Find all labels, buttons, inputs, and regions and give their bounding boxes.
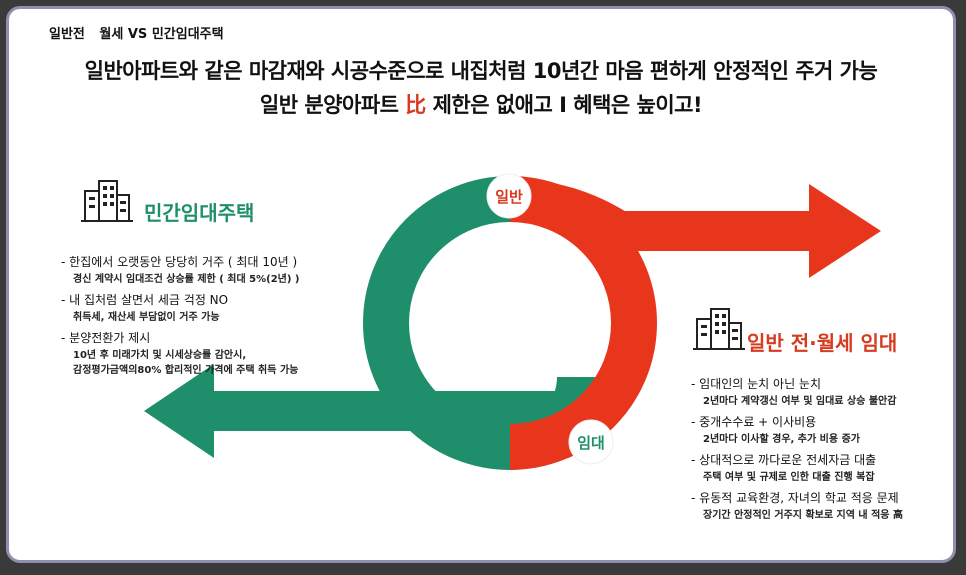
headline-line-2: 일반 분양아파트 比 제한은 없애고 I 혜택은 높이고! [9, 89, 953, 119]
green-arrow-head [144, 364, 214, 458]
point-main: 내 집처럼 살면서 세금 걱정 NO [61, 291, 391, 308]
list-item: 내 집처럼 살면서 세금 걱정 NO 취득세, 재산세 부담없이 거주 가능 [61, 291, 391, 323]
point-sub: 장기간 안정적인 거주지 확보로 지역 내 적응 高 [703, 510, 903, 521]
building-icon [81, 180, 133, 222]
point-main: 중개수수료 + 이사비용 [691, 413, 951, 430]
breadcrumb-item: 월세 VS 민간임대주택 [99, 27, 224, 42]
right-point-list: 임대인의 눈치 아닌 눈치 2년마다 계약갱신 여부 및 임대료 상승 불안감 … [691, 375, 951, 527]
point-main: 상대적으로 까다로운 전세자금 대출 [691, 451, 951, 468]
headline-highlight: 比 [405, 93, 426, 117]
list-item: 임대인의 눈치 아닌 눈치 2년마다 계약갱신 여부 및 임대료 상승 불안감 [691, 375, 951, 407]
list-item: 상대적으로 까다로운 전세자금 대출 주택 여부 및 규제로 인한 대출 진행 … [691, 451, 951, 483]
point-sub: 10년 후 미래가치 및 시세상승률 감안시, [73, 350, 247, 361]
point-sub: 감정평가금액의80% 합리적인 가격에 주택 취득 가능 [73, 365, 299, 376]
right-title-text: 일반 전·월세 [747, 331, 861, 355]
point-sub: 2년마다 계약갱신 여부 및 임대료 상승 불안감 [703, 396, 897, 407]
cycle-diagram: 일반 임대 [144, 173, 881, 471]
point-main: 분양전환가 제시 [61, 329, 391, 346]
content-card: 일반전 월세 VS 민간임대주택 일반아파트와 같은 마감재와 시공수준으로 내… [6, 6, 956, 563]
building-icon [693, 308, 745, 350]
list-item: 한집에서 오랫동안 당당히 거주 ( 최대 10년 ) 경신 계약시 임대조건 … [61, 253, 391, 285]
point-main: 임대인의 눈치 아닌 눈치 [691, 375, 951, 392]
right-title-strong: 임대 [860, 331, 898, 355]
point-sub: 주택 여부 및 규제로 인한 대출 진행 복잡 [703, 472, 875, 483]
point-sub: 경신 계약시 임대조건 상승률 제한 ( 최대 5%(2년) ) [73, 274, 300, 285]
left-point-list: 한집에서 오랫동안 당당히 거주 ( 최대 10년 ) 경신 계약시 임대조건 … [61, 253, 391, 382]
list-item: 분양전환가 제시 10년 후 미래가치 및 시세상승률 감안시, 감정평가금액의… [61, 329, 391, 376]
red-arrow-head [809, 184, 881, 278]
point-sub: 2년마다 이사할 경우, 추가 비용 증가 [703, 434, 860, 445]
badge-bottom-label: 임대 [577, 434, 605, 452]
headline-line-1: 일반아파트와 같은 마감재와 시공수준으로 내집처럼 10년간 마음 편하게 안… [84, 59, 878, 83]
breadcrumb: 일반전 월세 VS 민간임대주택 [49, 23, 234, 42]
badge-top-label: 일반 [495, 188, 523, 206]
point-sub: 취득세, 재산세 부담없이 거주 가능 [73, 312, 220, 323]
breadcrumb-item: 일반전 [49, 27, 85, 42]
badge-top-circle [486, 173, 532, 219]
point-main: 한집에서 오랫동안 당당히 거주 ( 최대 10년 ) [61, 253, 391, 270]
list-item: 중개수수료 + 이사비용 2년마다 이사할 경우, 추가 비용 증가 [691, 413, 951, 445]
right-section-title: 일반 전·월세 임대 [747, 327, 897, 356]
headline-line-2-pre: 일반 분양아파트 [259, 93, 406, 117]
list-item: 유동적 교육환경, 자녀의 학교 적응 문제 장기간 안정적인 거주지 확보로 … [691, 489, 951, 521]
badge-bottom-circle [568, 419, 614, 465]
point-main: 유동적 교육환경, 자녀의 학교 적응 문제 [691, 489, 951, 506]
left-section-title: 민간임대주택 [144, 201, 255, 225]
headline-line-2-post: 제한은 없애고 I 혜택은 높이고! [425, 93, 703, 117]
